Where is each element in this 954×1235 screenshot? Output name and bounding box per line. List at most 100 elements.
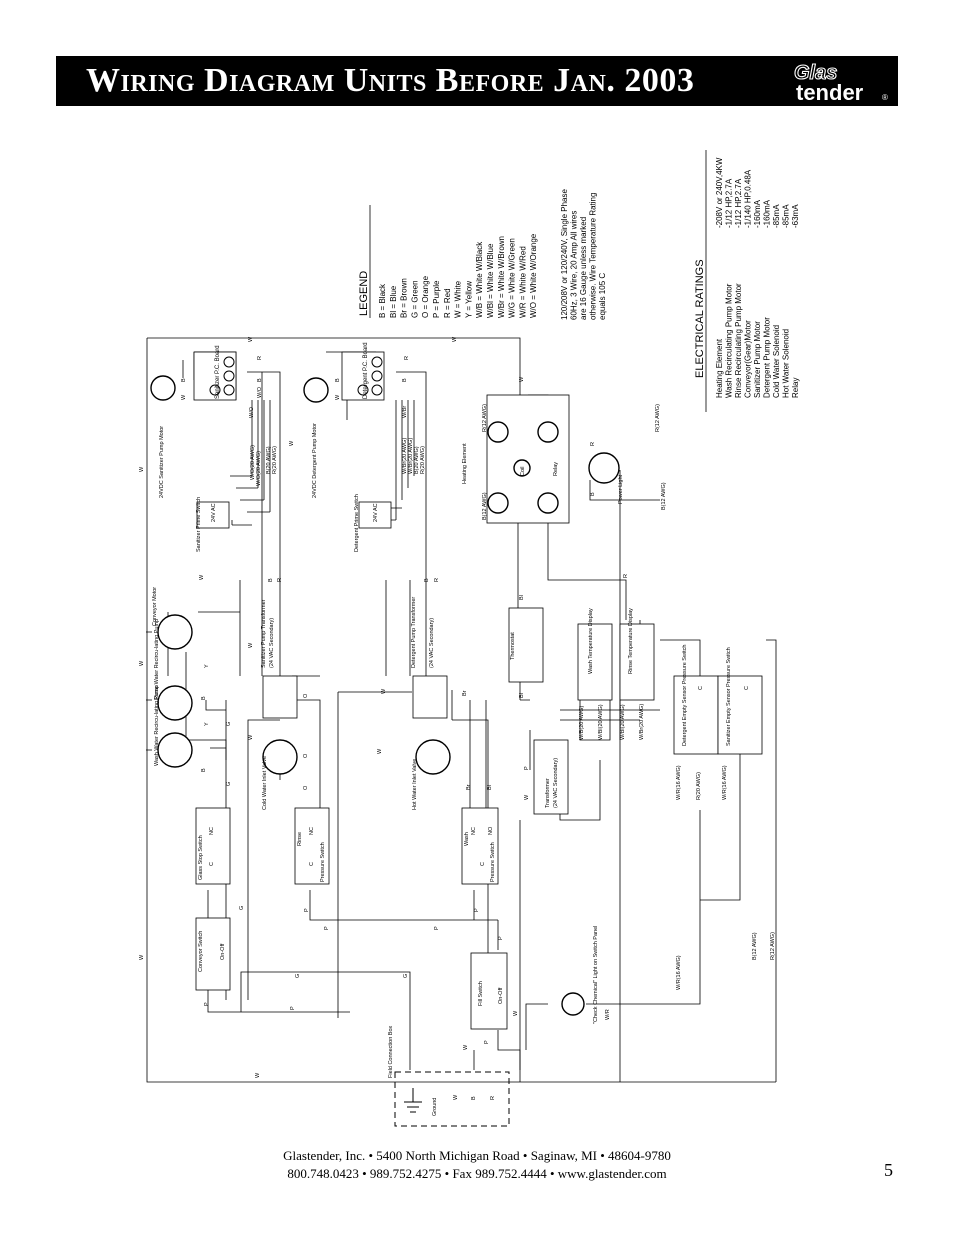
wire-p-9: P (484, 1040, 490, 1044)
legend-item: W/R = White W/Red (518, 246, 527, 318)
sanitizer-motor-label: 24VDC Sanitizer Pump Motor (159, 426, 165, 498)
det-empty-label: Detergent Empty Sensor Pressure Switch (682, 645, 688, 747)
wire-w-5: W (139, 954, 145, 960)
power-light-label: Power Light (618, 474, 624, 504)
wire-b-9: B (590, 492, 596, 496)
glass-stop-nc: NC (209, 827, 215, 835)
rinse-pressure-switch-box (294, 807, 330, 885)
legend-item: B = Black (378, 283, 387, 318)
glastender-logo: Glas tender ® (790, 58, 894, 104)
heating-element-label: Heating Element (462, 443, 468, 484)
wire-r-5: R (590, 442, 596, 446)
legend-note-line: 60Hz, 3 Wire, 20 Amp All wires (570, 211, 579, 320)
wash-switch-label: Wash (464, 832, 470, 846)
wire-o-1: O (303, 693, 309, 698)
transformer-label: Transformer (545, 778, 551, 808)
cold-water-valve-symbol (262, 739, 298, 775)
rating-value: -1/12 HP,2.7A (725, 178, 734, 228)
legend-item: W/Br = White W/Brown (497, 236, 506, 318)
wire-w-6: W (255, 1072, 261, 1078)
wire-b-6: B (424, 578, 430, 582)
wire-p-4: P (434, 926, 440, 930)
wash-no: NO (488, 826, 494, 835)
ground-symbol (404, 1088, 422, 1113)
legend-item: Br = Brown (400, 278, 409, 318)
logo-mark: ® (882, 93, 888, 102)
wire-wbr-1: W/Br (402, 406, 408, 418)
wire-b20-2: B(20 AWG) (414, 446, 420, 474)
wire-w-19: W (453, 1094, 459, 1100)
wire-wb20-1: W/B(20 AWG) (579, 706, 585, 740)
wire-bl-1: Bl (487, 785, 493, 790)
rinse-nc: NC (309, 827, 315, 835)
sanitizer-pc-board: Sanitizer P.C. Board (193, 345, 237, 401)
wash-pump-symbol (157, 732, 193, 768)
conveyor-switch-box (195, 917, 231, 991)
wire-y-1: Y (204, 664, 210, 668)
wire-o-2: O (303, 753, 309, 758)
wire-w-14: W (377, 748, 383, 754)
wire-w-11: W (248, 642, 254, 648)
wire-w-10: W (199, 574, 205, 580)
conveyor-motor-symbol (157, 614, 193, 650)
ratings-heading: ELECTRICAL RATINGS (694, 259, 706, 378)
ac24-label-1: 24V AC (211, 503, 217, 522)
sanitizer-empty-sensor-box (717, 675, 763, 755)
wire-wbl20-1: W/Bl(20 AWG) (598, 704, 604, 740)
detergent-motor-label: 24VDC Detergent Pump Motor (312, 423, 318, 498)
wire-g-3: G (239, 906, 245, 910)
hot-valve-label: Hot Water Inlet Valve (412, 759, 418, 810)
legend-item: Y = Yellow (464, 281, 473, 318)
detergent-board-label: Detergent P.C. Board (363, 342, 369, 399)
wire-p-6: P (498, 936, 504, 940)
wire-r20-2: R(20 AWG) (420, 446, 426, 474)
legend-note-line: 120/208V or 120/240V, Single Phase (560, 189, 569, 320)
rinse-pressure-label: Pressure Switch (320, 842, 326, 882)
wire-w-15: W (519, 376, 525, 382)
rating-name: Cold Water Solenoid (772, 325, 781, 398)
relay-label: Relay (553, 462, 559, 476)
wire-g-2: G (226, 782, 232, 786)
wire-bl-2: Bl (519, 595, 525, 600)
wire-r20-1: R(20 AWG) (272, 446, 278, 474)
title-bar: Wiring Diagram Units Before Jan. 2003 Gl… (56, 56, 898, 106)
rating-value: -208V or 240V,4KW (715, 157, 724, 228)
wire-b-4: B (335, 378, 341, 382)
detergent-transformer-label: Detergent Pump Transformer (411, 597, 417, 668)
wire-w-4: W (139, 660, 145, 666)
relay-contacts (487, 421, 559, 514)
wire-w-17: W (513, 1010, 519, 1016)
wash-temp-display-box (577, 623, 613, 701)
rating-name: Heating Element (715, 338, 724, 398)
ground-label: Ground (432, 1098, 438, 1116)
wire-b20-1: B(20 AWG) (266, 446, 272, 474)
wire-wbr20-2: W/Br(20 AWG) (408, 438, 414, 474)
detergent-prime-label: Detergent Prime Switch (354, 494, 360, 552)
legend-item: P = Purple (432, 280, 441, 318)
wire-r-2: R (404, 356, 410, 360)
wire-g-1: G (226, 722, 232, 726)
wire-wo-1: W/O (257, 386, 263, 398)
wire-b-2: B (257, 378, 263, 382)
check-chemical-label: "Check Chemical" Light on Switch Panel (593, 926, 599, 1024)
wire-b12-3: B(12 AWG) (752, 932, 758, 960)
wire-r-3: R (277, 578, 283, 582)
wire-p-2: P (304, 908, 310, 912)
conveyor-motor-label: Conveyor Motor (152, 587, 158, 626)
sanitizer-prime-switch-box (196, 501, 230, 529)
legend-item: R = Red (443, 288, 452, 318)
wire-g-5: G (403, 974, 409, 978)
check-chemical-light-symbol (561, 992, 585, 1016)
wire-br-1: Br (462, 690, 468, 696)
wash-nc: NC (471, 827, 477, 835)
thermostat-box (508, 607, 544, 683)
power-light-symbol (588, 452, 620, 484)
wire-g-4: G (295, 974, 301, 978)
wire-p-7: P (204, 1002, 210, 1006)
conveyor-switch-label: Conveyor Switch (198, 931, 204, 972)
transformer-secondary-label: (24 VAC Secondary) (553, 758, 559, 808)
detergent-secondary-label: (24 VAC Secondary) (429, 618, 435, 668)
